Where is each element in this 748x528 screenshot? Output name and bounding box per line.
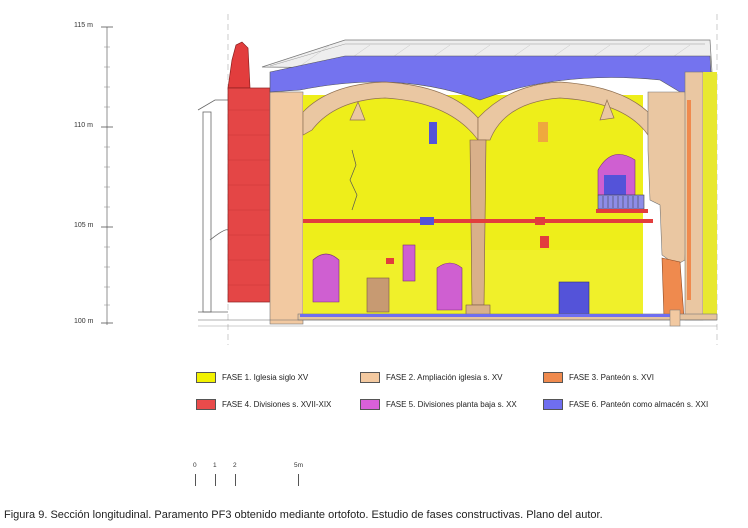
scale-tick [215,474,216,486]
phase4-beam [303,219,653,223]
scale-tick [235,474,236,486]
legend-swatch [543,398,563,410]
legend-swatch [360,398,380,410]
scale-label-5m: 5m [294,462,304,469]
figure-caption: Figura 9. Sección longitudinal. Parament… [4,509,603,521]
phase4-wall [227,41,271,303]
legend-item-phase2: FASE 2. Ampliación iglesia s. XV [360,370,503,384]
elevation-label-115: 115 m [74,22,93,29]
scale-label-0: 0 [193,462,197,469]
legend-label: FASE 5. Divisiones planta baja s. XX [386,399,517,409]
phase2-arches [302,81,649,142]
legend-swatch [360,371,380,383]
scale-bar: 0 1 2 5m [190,462,330,492]
scale-tick [298,474,299,486]
scale-label-2: 2 [233,462,237,469]
legend-label: FASE 4. Divisiones s. XVII-XIX [222,399,332,409]
legend-label: FASE 2. Ampliación iglesia s. XV [386,372,503,382]
elevation-axis [101,26,113,325]
legend-item-phase1: FASE 1. Iglesia siglo XV [196,370,308,384]
balcony [596,154,648,213]
legend-label: FASE 1. Iglesia siglo XV [222,372,309,382]
scale-tick [195,474,196,486]
elevation-label-105: 105 m [74,222,94,229]
legend-item-phase6: FASE 6. Panteón como almacén s. XXI [543,397,708,411]
right-structure [647,71,717,321]
section-drawing [101,14,718,345]
legend-label: FASE 3. Panteón s. XVI [569,372,654,382]
openings [312,122,590,315]
legend-swatch [196,398,216,410]
legend-item-phase4: FASE 4. Divisiones s. XVII-XIX [196,397,331,411]
scale-label-1: 1 [213,462,217,469]
phase6-vault [269,55,713,101]
legend-item-phase3: FASE 3. Panteón s. XVI [543,370,654,384]
legend-swatch [543,371,563,383]
legend-item-phase5: FASE 5. Divisiones planta baja s. XX [360,397,517,411]
legend-swatch [196,371,216,383]
elevation-label-110: 110 m [74,122,93,129]
elevation-label-100: 100 m [74,318,94,325]
left-building [197,99,229,313]
floor [198,309,718,327]
legend: FASE 1. Iglesia siglo XV FASE 2. Ampliac… [196,370,736,415]
legend-label: FASE 6. Panteón como almacén s. XXI [569,399,709,409]
